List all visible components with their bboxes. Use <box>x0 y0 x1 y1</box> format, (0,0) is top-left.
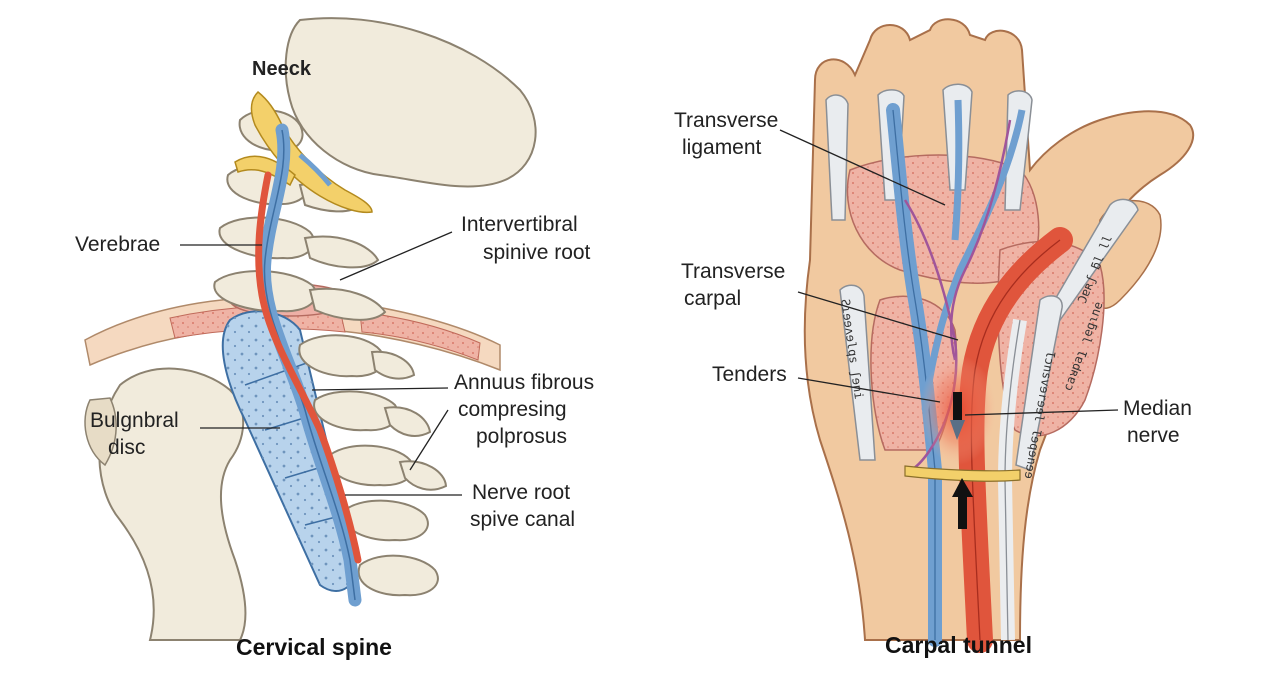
label-disc-line2: disc <box>108 436 146 459</box>
label-annulus-line1: Annuus fibrous <box>454 371 595 394</box>
title-carpal-tunnel: Carpal tunnel <box>885 632 1032 658</box>
label-transverse-carpal-line1: Transverse <box>681 260 786 283</box>
shoulder-bone <box>98 367 247 641</box>
label-transverse-carpal-line2: carpal <box>684 287 742 310</box>
label-nerve-root-line1: Nerve root <box>472 481 571 504</box>
label-neck: Neeck <box>252 58 311 80</box>
compression-arrows <box>950 392 973 529</box>
carpal-tunnel-illustration <box>779 18 1195 653</box>
label-transverse-ligament-line1: Transverse <box>674 109 779 132</box>
vertebral-artery <box>255 171 362 564</box>
label-median-line1: Median <box>1123 397 1192 420</box>
label-vertebrae: Verebrae <box>75 233 161 256</box>
label-intervertebral-line2: spinive root <box>483 241 591 264</box>
label-transverse-ligament-line2: ligament <box>682 136 762 159</box>
skull-base <box>284 17 537 188</box>
label-annulus-line3: polprosus <box>476 425 568 448</box>
label-intervertebral-line1: Intervertibral <box>461 213 578 236</box>
label-nerve-root-line2: spive canal <box>470 508 576 531</box>
label-tenders: Tenders <box>712 363 787 386</box>
label-disc-line1: Bulgnbral <box>90 409 179 432</box>
label-annulus-line2: compresing <box>458 398 567 421</box>
label-median-line2: nerve <box>1127 424 1180 447</box>
title-cervical-spine: Cervical spine <box>236 634 392 660</box>
transverse-carpal-ligament <box>904 465 1021 482</box>
cervical-spine-illustration <box>84 17 537 641</box>
annulus-disc-slab <box>221 310 357 592</box>
